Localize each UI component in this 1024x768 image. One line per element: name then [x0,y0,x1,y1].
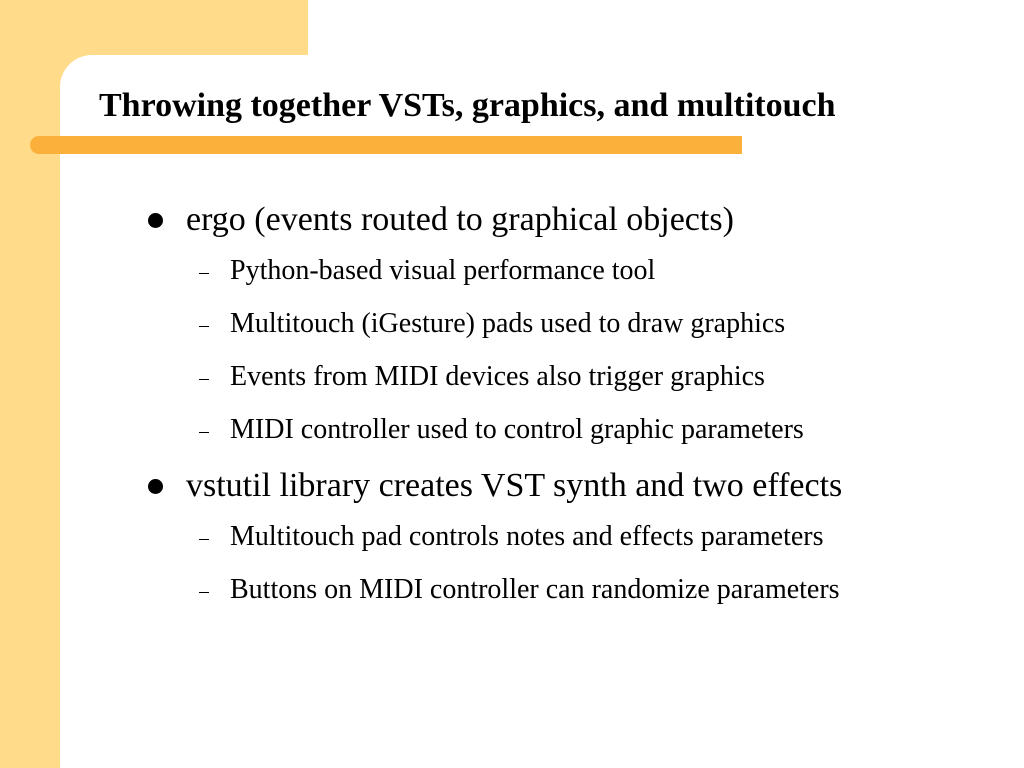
dash-icon [199,326,209,327]
sub-bullet-text: MIDI controller used to control graphic … [230,413,804,445]
sub-bullet-item: Multitouch pad controls notes and effect… [199,510,842,563]
dash-icon [199,592,209,593]
bullet-item: vstutil library creates VST synth and tw… [148,462,842,616]
dash-icon [199,539,209,540]
sub-bullet-text: Multitouch (iGesture) pads used to draw … [230,307,786,339]
slide-title: Throwing together VSTs, graphics, and mu… [99,87,836,124]
dash-icon [199,273,209,274]
sub-bullet-item: Python-based visual performance tool [199,244,842,297]
sub-bullet-item: Buttons on MIDI controller can randomize… [199,563,842,616]
title-underline-bar [30,136,742,154]
sub-bullet-item: Multitouch (iGesture) pads used to draw … [199,297,842,350]
bullet-text: vstutil library creates VST synth and tw… [186,467,843,504]
bullet-row: ergo (events routed to graphical objects… [148,196,842,244]
bullet-dot-icon [148,212,163,228]
sub-bullet-text: Buttons on MIDI controller can randomize… [230,573,840,605]
dash-icon [199,432,209,433]
sub-bullet-list: Python-based visual performance tool Mul… [148,244,842,456]
bullet-text: ergo (events routed to graphical objects… [186,201,734,238]
decorative-left-band [0,0,60,768]
sub-bullet-text: Events from MIDI devices also trigger gr… [230,360,765,392]
sub-bullet-list: Multitouch pad controls notes and effect… [148,510,842,616]
slide-content-panel [60,55,1024,768]
bullet-list: ergo (events routed to graphical objects… [148,196,842,622]
sub-bullet-item: MIDI controller used to control graphic … [199,403,842,456]
bullet-item: ergo (events routed to graphical objects… [148,196,842,456]
sub-bullet-text: Multitouch pad controls notes and effect… [230,520,824,552]
bullet-row: vstutil library creates VST synth and tw… [148,462,842,510]
bullet-dot-icon [148,478,163,494]
sub-bullet-text: Python-based visual performance tool [230,254,656,286]
sub-bullet-item: Events from MIDI devices also trigger gr… [199,350,842,403]
dash-icon [199,379,209,380]
